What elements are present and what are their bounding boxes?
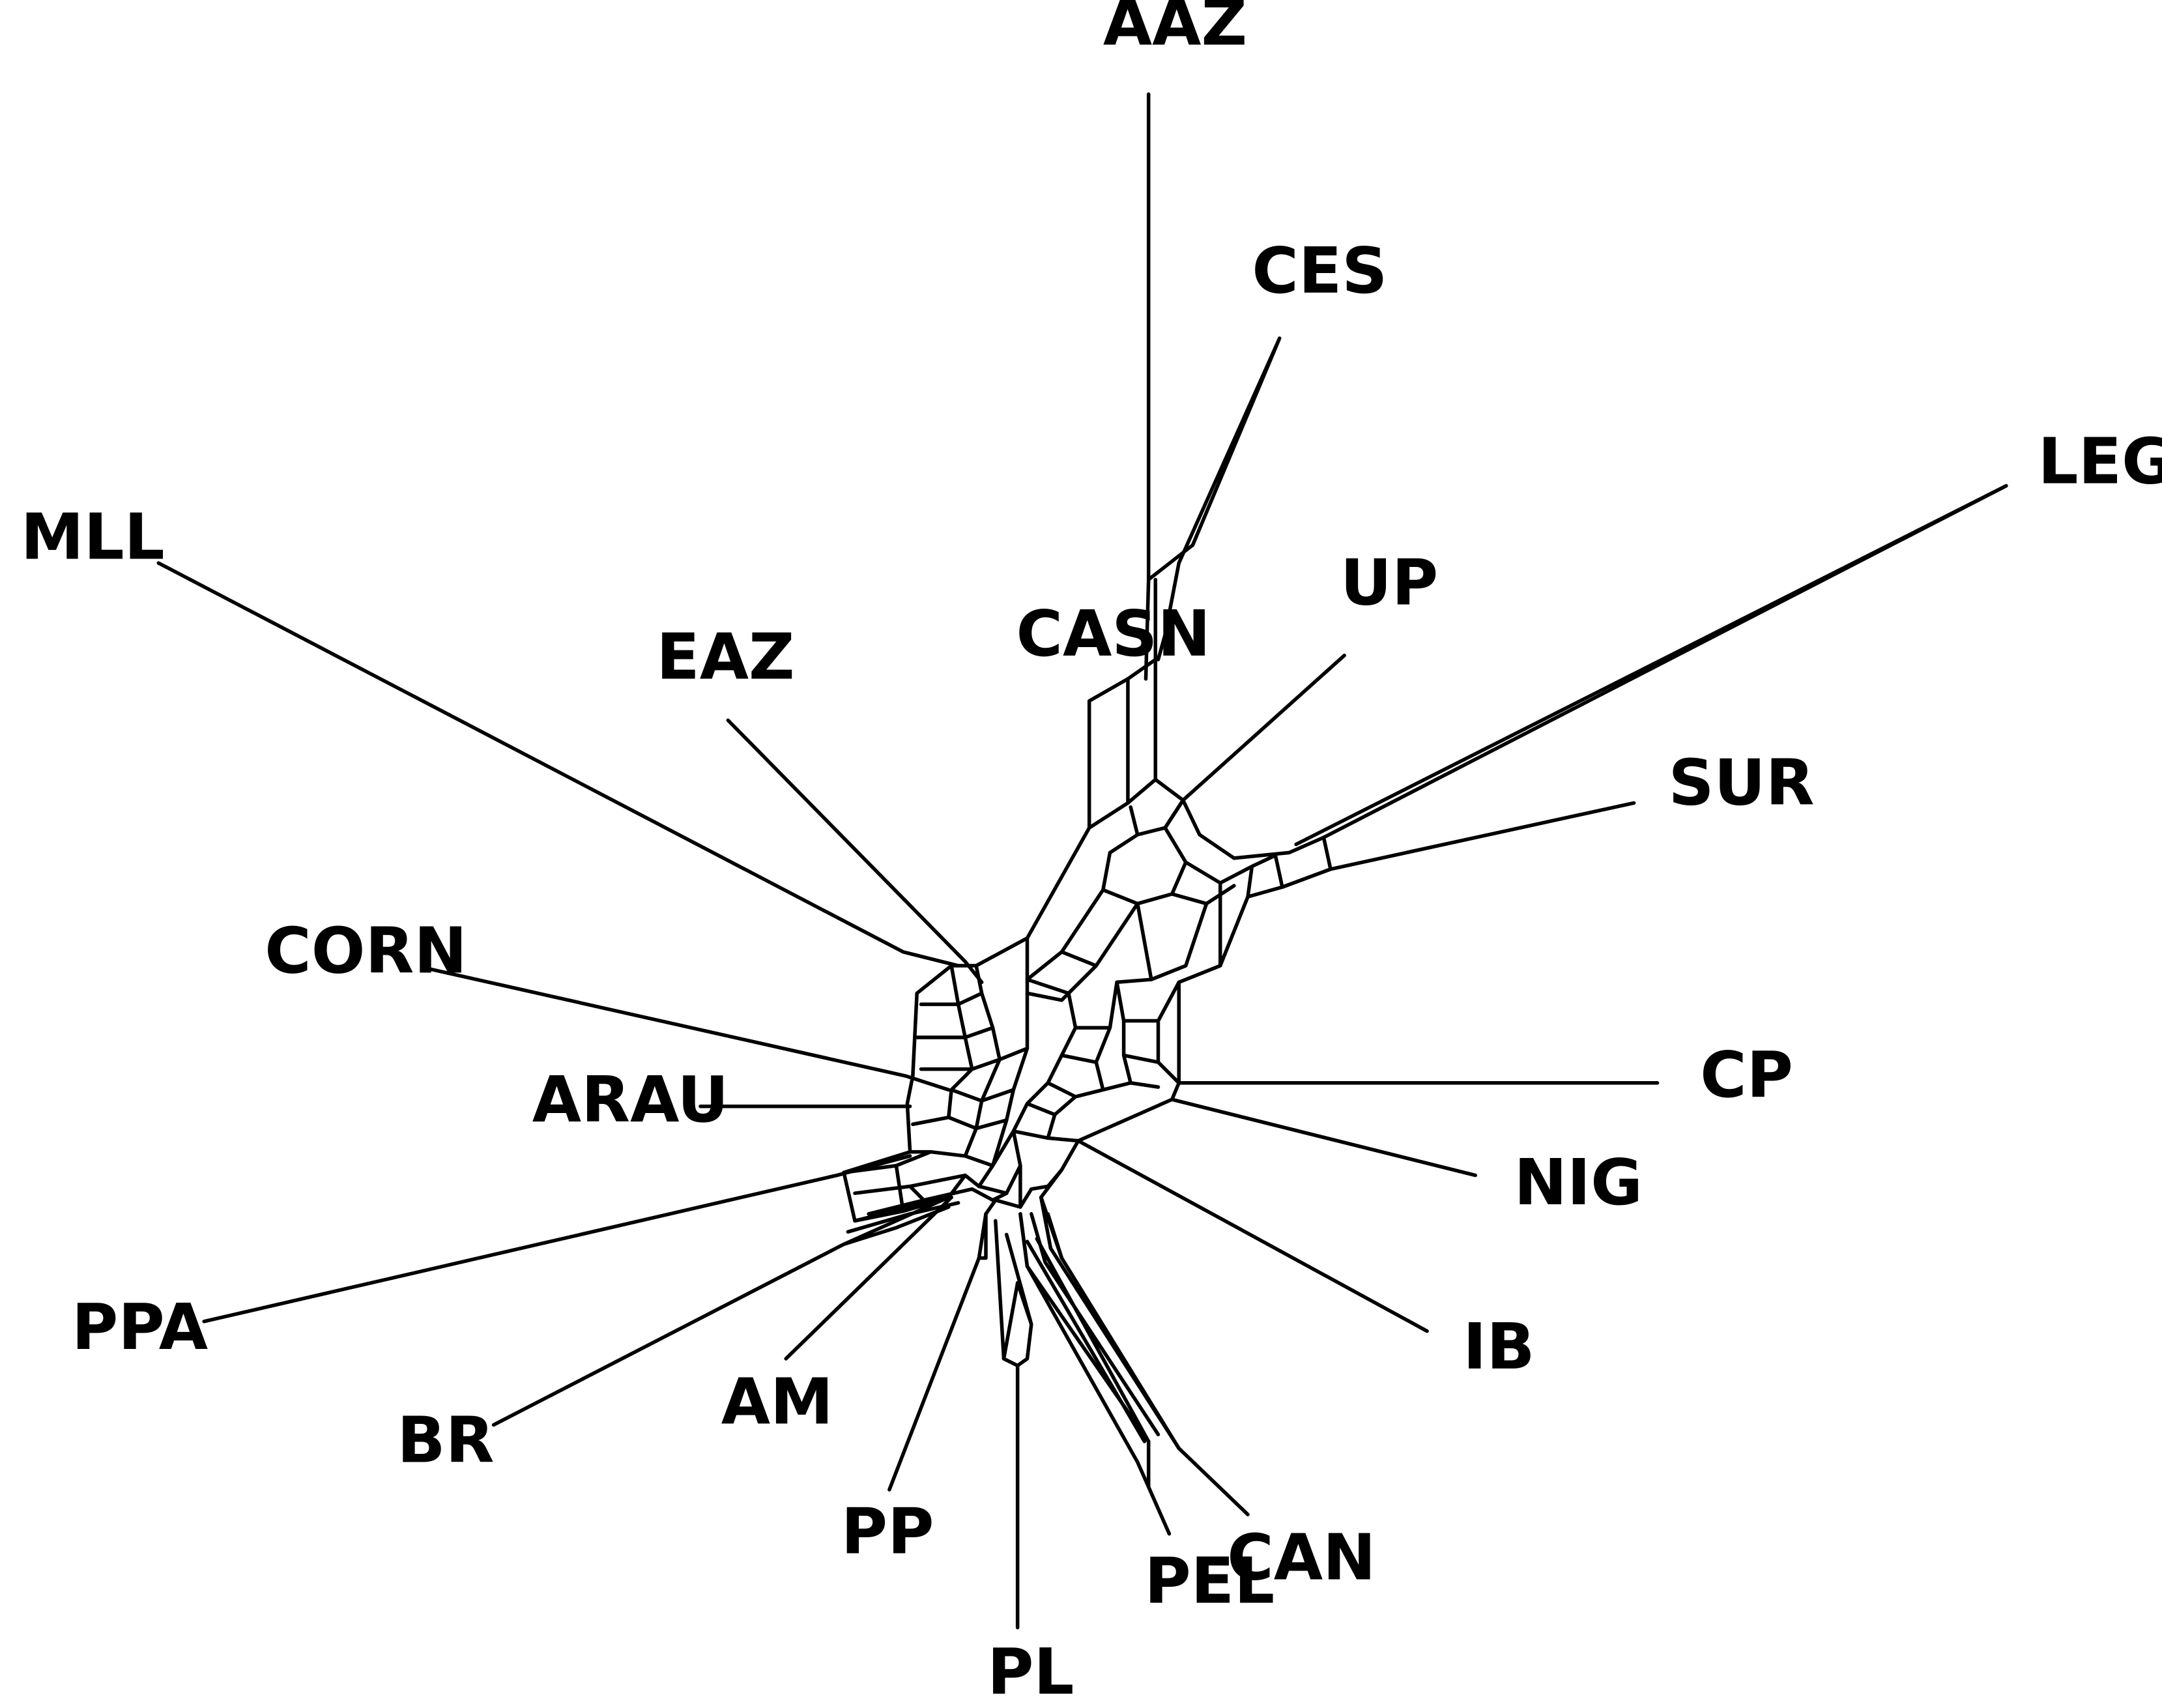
label-nig: NIG [1514,1146,1643,1219]
web-left [908,964,1030,1195]
web-lower-left [842,1150,1009,1247]
label-ces: CES [1252,234,1387,308]
web-lower-middle [977,1163,1181,1489]
branch-eaz [726,718,984,985]
label-corn: CORN [265,914,467,987]
label-up: UP [1340,545,1438,619]
branch-ib [1076,1138,1429,1333]
central-web [842,777,1333,1489]
label-am: AM [721,1365,833,1438]
web-mid-ladder [1011,936,1181,1143]
branch-corn [425,966,951,1092]
label-cp: CP [1700,1038,1793,1112]
branch-pl [1002,1281,1020,1630]
label-can: CAN [1227,1521,1376,1595]
label-ib: IB [1463,1310,1535,1383]
branch-casn [1087,658,1158,830]
branch-legh [1294,484,2008,847]
label-ppa: PPA [72,1290,208,1364]
label-arau: ARAU [532,1063,729,1136]
web-upper-fan [1025,777,1284,995]
label-br: BR [397,1404,494,1477]
label-pl: PL [987,1635,1074,1708]
label-legh: LEGH [2038,424,2162,498]
branch-nig [1170,1097,1477,1178]
label-eaz: EAZ [656,620,794,694]
label-pp: PP [841,1494,934,1568]
label-casn: CASN [1016,597,1211,671]
label-aaz: AAZ [1103,0,1247,59]
branch-ppa [202,1154,912,1324]
taxon-labels: AAZ CES LEGH MLL UP CASN EAZ SUR CORN CP… [21,0,2162,1708]
branch-am [784,1195,953,1361]
label-sur: SUR [1668,745,1814,819]
label-pel: PEL [1144,1544,1275,1618]
branch-mll [156,561,960,968]
label-mll: MLL [21,500,165,574]
branch-ces [1146,336,1282,661]
